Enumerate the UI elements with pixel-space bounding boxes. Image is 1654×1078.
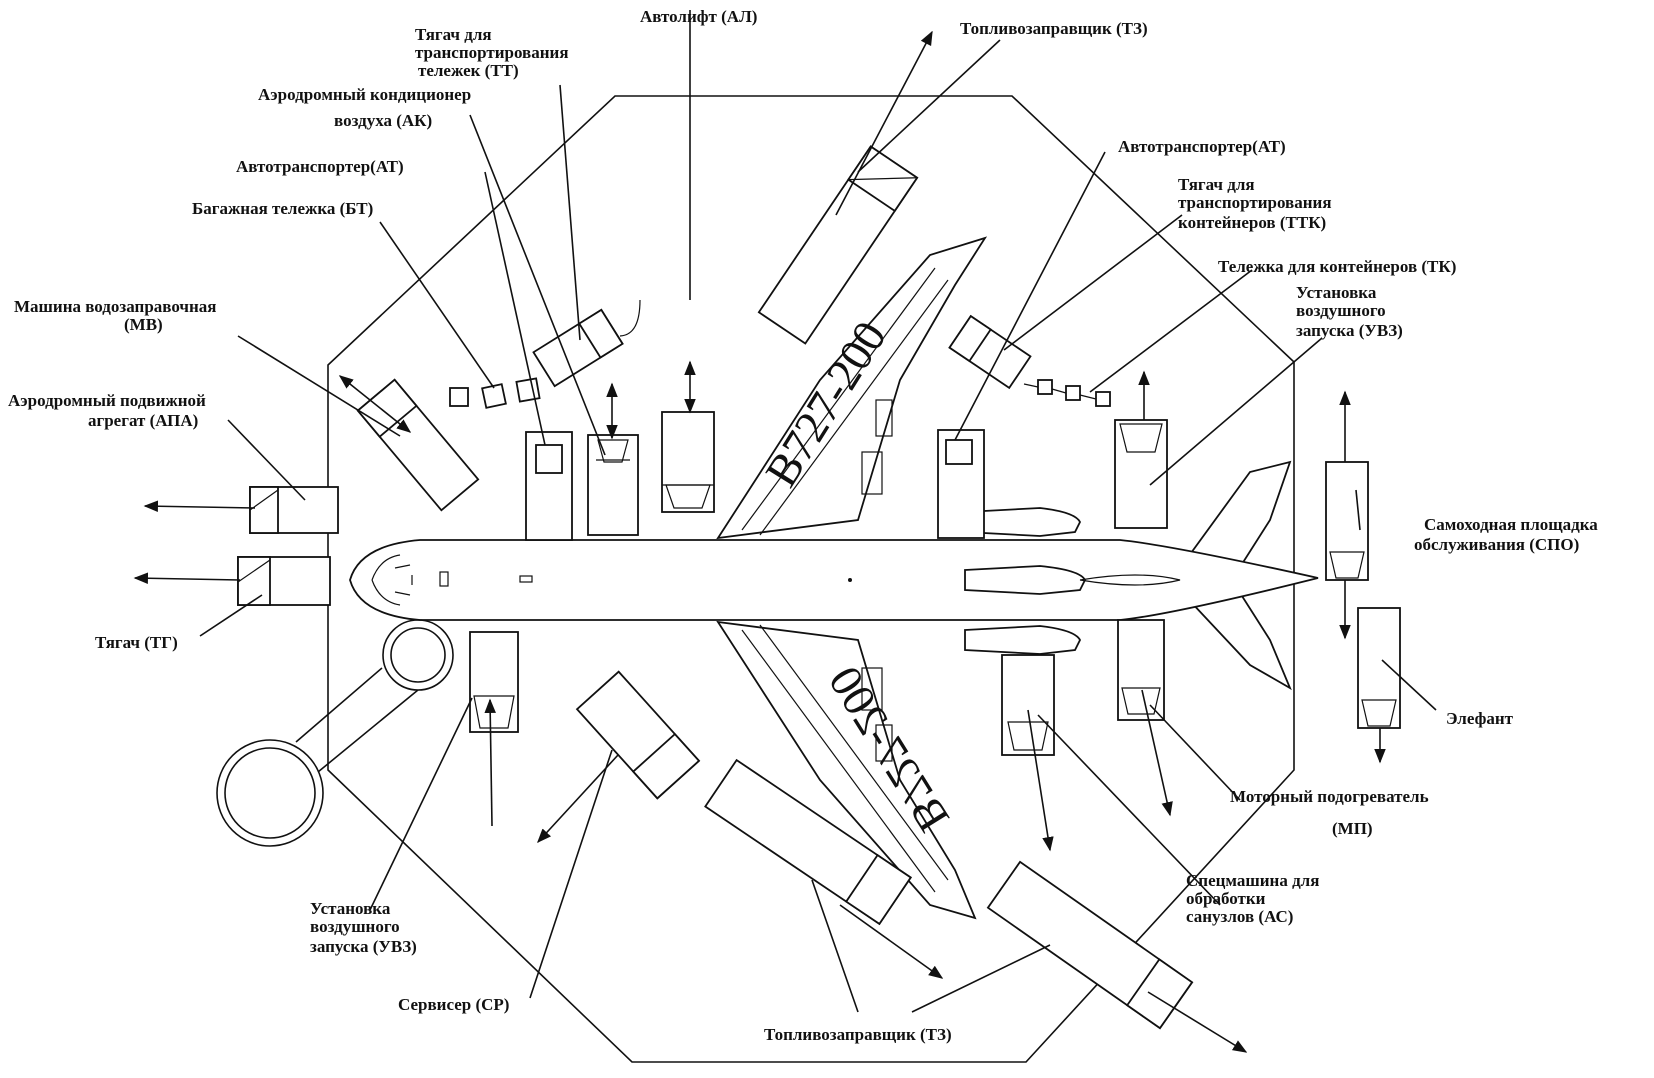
servicer-truck (575, 670, 701, 800)
label-tt-2: транспортирования (415, 43, 569, 62)
label-fuel-top: Топливозаправщик (ТЗ) (960, 19, 1148, 38)
flap-marks (861, 399, 893, 762)
label-ak-1: Аэродромный кондиционер (258, 85, 471, 104)
label-uvz-l-1: Установка (310, 899, 391, 918)
engine-heater-2 (1117, 619, 1165, 721)
fuselage (349, 539, 1319, 621)
air-start-unit-left (469, 631, 519, 733)
label-tt-3: тележек (ТТ) (418, 61, 519, 80)
label-servicer: Сервисер (СР) (398, 995, 509, 1014)
label-tg: Тягач (ТГ) (95, 633, 178, 652)
engine-upper (964, 507, 1082, 537)
label-mv-1: Машина водозаправочная (14, 297, 216, 316)
label-ttk-1: Тягач для (1178, 175, 1255, 194)
engine-heater-1 (1001, 654, 1055, 756)
labels: Автолифт (АЛ) Топливозаправщик (ТЗ) Тяга… (8, 7, 1598, 1044)
service-platform (1325, 461, 1369, 581)
label-spo-1: Самоходная площадка (1424, 515, 1598, 534)
elephant-vehicle (1357, 607, 1401, 729)
label-ttk-3: контейнеров (ТТК) (1178, 213, 1326, 232)
fuel-truck-bottom (704, 758, 912, 926)
label-bt: Багажная тележка (БТ) (192, 199, 373, 218)
label-uvz-r-1: Установка (1296, 283, 1377, 302)
label-at-right: Автотранспортер(АТ) (1118, 137, 1286, 156)
label-mp-1: Моторный подогреватель (1230, 787, 1429, 806)
label-spo-2: обслуживания (СПО) (1414, 535, 1579, 554)
label-autolift: Автолифт (АЛ) (640, 7, 757, 26)
aircraft-b727: B727-200 B727-200 (349, 236, 1319, 920)
engine-lower (964, 625, 1082, 655)
label-uvz-r-2: воздушного (1296, 301, 1386, 320)
label-apa-2: агрегат (АПА) (88, 411, 198, 430)
label-at-left: Автотранспортер(АТ) (236, 157, 404, 176)
baggage-cart-3 (515, 377, 541, 403)
cart-tractor (532, 308, 624, 388)
blast-circles (216, 619, 454, 847)
air-start-unit-right (1114, 419, 1168, 529)
label-uvz-l-2: воздушного (310, 917, 400, 936)
autolift (661, 411, 715, 513)
container-dollies (1023, 379, 1111, 407)
label-as-1: Спецмашина для (1186, 871, 1319, 890)
label-uvz-r-3: запуска (УВЗ) (1296, 321, 1403, 340)
label-ak-2: воздуха (АК) (334, 111, 432, 130)
label-as-3: санузлов (АС) (1186, 907, 1293, 926)
label-elefant: Элефант (1446, 709, 1514, 728)
air-conditioner (587, 434, 639, 536)
label-fuel-bottom: Топливозаправщик (ТЗ) (764, 1025, 952, 1044)
lavatory-truck (986, 860, 1194, 1030)
baggage-cart-1 (449, 387, 469, 407)
label-mv-2: (МВ) (124, 315, 163, 334)
label-uvz-l-3: запуска (УВЗ) (310, 937, 417, 956)
engine-center (964, 565, 1087, 595)
fuel-truck-top (757, 145, 919, 345)
container-tractor (948, 314, 1032, 390)
label-mp-2: (МП) (1332, 819, 1373, 838)
label-tt-1: Тягач для (415, 25, 492, 44)
label-tk: Тележка для контейнеров (ТК) (1218, 257, 1456, 276)
leader-lines (199, 39, 1437, 1013)
label-as-2: обработки (1186, 889, 1266, 908)
apa-unit (249, 486, 339, 534)
lower-wing (716, 620, 977, 920)
label-ttk-2: транспортирования (1178, 193, 1332, 212)
tug-tractor (237, 556, 331, 606)
upper-wing (716, 236, 988, 540)
label-apa-1: Аэродромный подвижной (8, 391, 206, 410)
conveyor-right (937, 429, 985, 539)
conveyor-left (525, 431, 573, 541)
movement-arrows (133, 10, 1386, 1053)
